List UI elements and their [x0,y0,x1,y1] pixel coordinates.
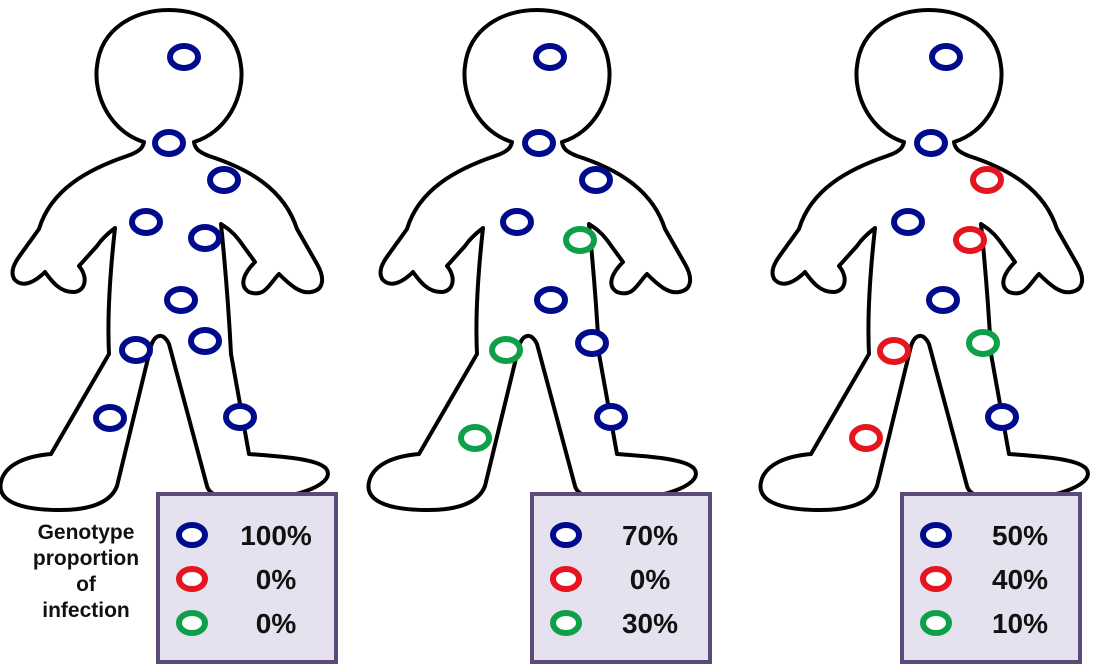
green-ring-icon [176,610,208,636]
legend-box-3: 50% 40% 10% [900,492,1082,664]
blue-infection-marker [534,286,568,314]
blue-infection-marker [207,166,241,194]
red-percentage: 0% [255,564,297,595]
blue-infection-marker [594,403,628,431]
body-figure-3 [758,8,1090,512]
legend-box-1: 100% 0% 0% [156,492,338,664]
blue-infection-marker [522,129,556,157]
legend-row-green: 30% [534,604,708,644]
blue-infection-marker [575,329,609,357]
blue-ring-icon [550,522,582,548]
red-ring-icon [920,566,952,592]
body-figure-1 [0,8,330,512]
blue-percentage: 50% [991,520,1049,551]
red-infection-marker [953,226,987,254]
legend-box-2: 70% 0% 30% [530,492,712,664]
label-line-3: of [76,573,96,596]
green-infection-marker [966,329,1000,357]
blue-infection-marker [985,403,1019,431]
green-ring-icon [550,610,582,636]
blue-infection-marker [129,208,163,236]
red-ring-icon [176,566,208,592]
legend-row-blue: 100% [160,516,334,556]
green-percentage: 30% [621,608,679,639]
blue-infection-marker [533,43,567,71]
blue-ring-icon [920,522,952,548]
red-percentage: 0% [629,564,671,595]
blue-infection-marker [167,43,201,71]
legend-row-green: 0% [160,604,334,644]
blue-infection-marker [500,208,534,236]
blue-infection-marker [926,286,960,314]
blue-infection-marker [188,327,222,355]
blue-infection-marker [579,166,613,194]
blue-infection-marker [164,286,198,314]
green-infection-marker [489,336,523,364]
green-ring-icon [920,610,952,636]
blue-infection-marker [891,208,925,236]
blue-infection-marker [188,224,222,252]
body-figure-2 [366,8,698,512]
legend-row-blue: 70% [534,516,708,556]
red-infection-marker [849,424,883,452]
blue-percentage: 100% [240,520,312,551]
blue-infection-marker [93,404,127,432]
infection-markers [93,43,1019,452]
legend-row-red: 0% [160,560,334,600]
blue-infection-marker [152,129,186,157]
genotype-proportion-label: Genotype proportion of infection [16,520,156,624]
legend-row-red: 0% [534,560,708,600]
blue-infection-marker [929,43,963,71]
red-percentage: 40% [991,564,1049,595]
red-infection-marker [970,166,1004,194]
legend-row-blue: 50% [904,516,1078,556]
legend-row-green: 10% [904,604,1078,644]
label-line-4: infection [42,599,130,622]
blue-infection-marker [914,129,948,157]
label-line-2: proportion [32,547,140,570]
blue-infection-marker [119,336,153,364]
label-line-1: Genotype [37,521,135,544]
green-percentage: 10% [991,608,1049,639]
blue-infection-marker [223,403,257,431]
blue-ring-icon [176,522,208,548]
green-percentage: 0% [255,608,297,639]
green-infection-marker [563,226,597,254]
red-infection-marker [877,337,911,365]
blue-percentage: 70% [621,520,679,551]
legend-row-red: 40% [904,560,1078,600]
green-infection-marker [458,424,492,452]
red-ring-icon [550,566,582,592]
